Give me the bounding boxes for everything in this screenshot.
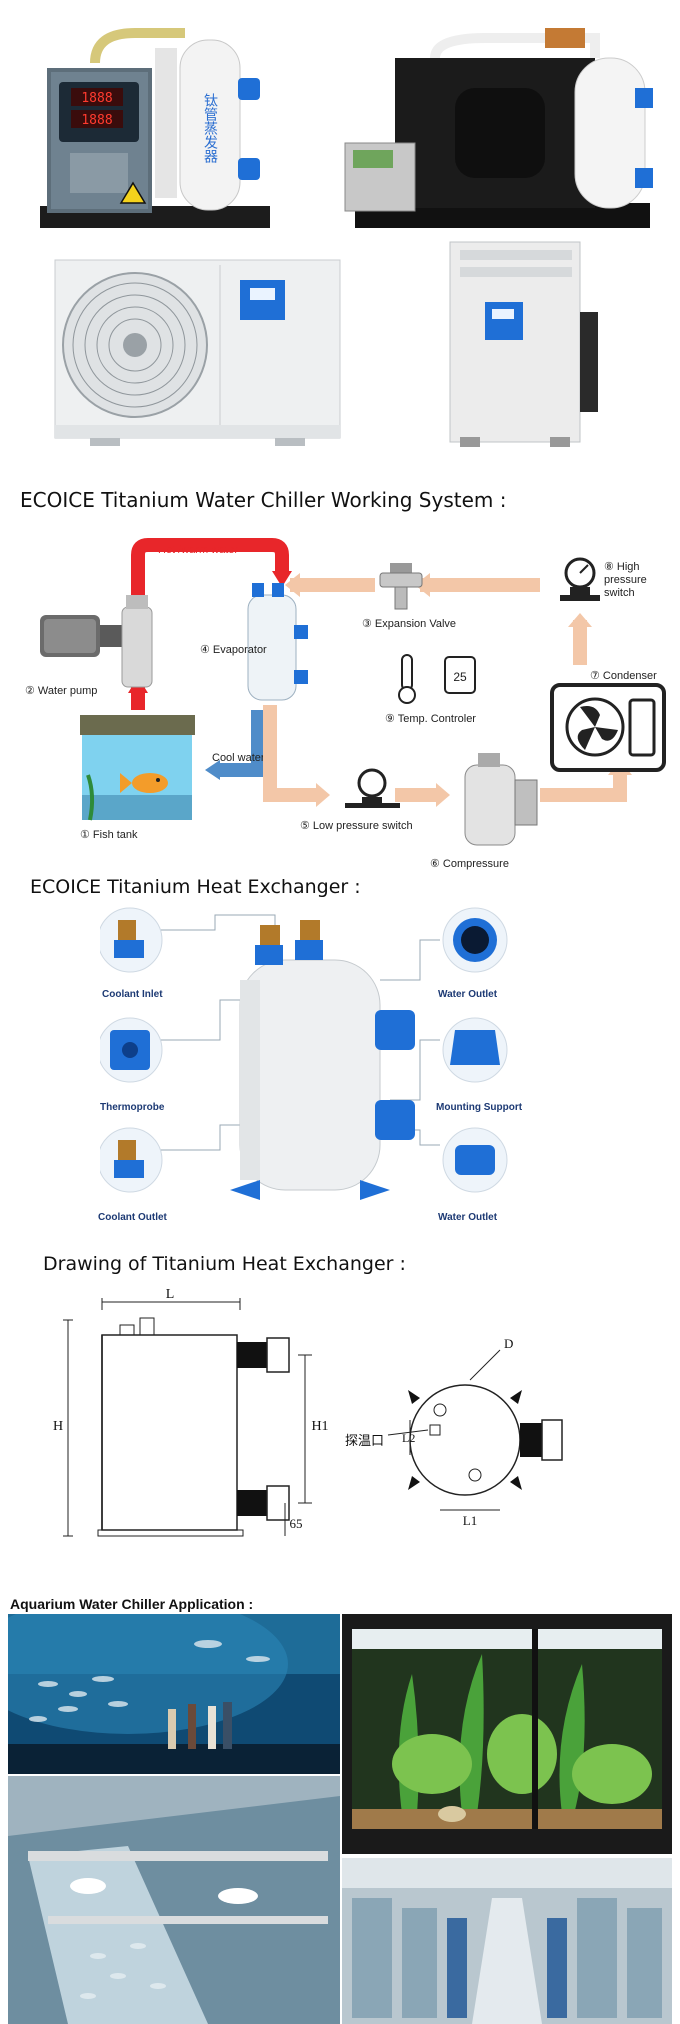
working-system-title: ECOICE Titanium Water Chiller Working Sy… [20,488,507,512]
water-pump-label: ② Water pump [25,685,97,697]
application-photo-fish-farm [8,1776,340,2024]
controller-display: 25 [453,670,467,684]
high-pressure-switch-icon [560,557,600,601]
water-pump [40,595,153,688]
application-photo-planted-tank [342,1614,672,1854]
low-pressure-switch-icon [345,768,400,808]
dim-L2: L2 [402,1431,415,1445]
dim-L: L [166,1287,175,1302]
mounting-support-icon [450,1030,500,1065]
temp-controller-label: ⑨ Temp. Controler [385,713,476,725]
heat-exchanger-title: ECOICE Titanium Heat Exchanger : [30,876,361,898]
drawing-title: Drawing of Titanium Heat Exchanger : [43,1253,406,1275]
product-photo-split-chiller [335,18,655,233]
hot-water-pipe [131,538,289,710]
dim-H1: H1 [311,1419,328,1434]
cool-water-arrow [205,760,220,780]
coolant-inlet-label: Coolant Inlet [102,989,163,1000]
panel-display-1: 1888 [81,91,112,106]
application-photo-lab-tanks [342,1858,672,2024]
tube-text: 钛管蒸发器 [202,93,218,163]
high-pressure-label-2: pressure [604,574,647,586]
working-system-diagram: Hot /warm water ② Water pump ① Fish tank… [25,538,666,870]
fish-tank [80,715,195,821]
cool-water-label: Cool water [212,752,265,764]
hot-water-arrow [272,571,292,587]
water-outlet-bottom-icon [455,1145,495,1175]
product-photo-tall-chiller [430,232,610,452]
application-title: Aquarium Water Chiller Application : [10,1596,254,1612]
high-pressure-label: ⑧ High [604,561,640,573]
product-photo-heat-pump-unit [45,255,345,450]
condenser-label: ⑦ Condenser [590,670,657,682]
fish-tank-label: ① Fish tank [80,829,138,841]
expansion-valve-icon [379,563,423,610]
evaporator [247,583,308,701]
coolant-outlet-icon [118,1140,136,1160]
coolant-inlet-icon [118,920,136,940]
thermometer-icon [398,654,416,704]
water-outlet-top-label: Water Outlet [438,989,498,1000]
probe-label: 探温口 [345,1433,384,1448]
product-photo-compact-chiller: 1888 1888 钛管蒸发器 [35,18,275,233]
water-outlet-bottom-label: Water Outlet [438,1212,498,1223]
cool-water-pipe [218,710,265,777]
dim-L1: L1 [463,1513,477,1528]
evaporator-label: ④ Evaporator [200,644,267,656]
panel-display-2: 1888 [81,113,112,128]
dim-65: 65 [290,1516,303,1531]
controller-display-icon: 25 [444,656,476,694]
dim-H: H [53,1419,63,1434]
dim-D: D [504,1336,513,1351]
technical-drawing: L H H1 65 探温口 L2 L1 D [30,1280,610,1580]
heat-exchanger-figure [100,907,508,1200]
compressor-label: ⑥ Compressure [430,858,509,870]
expansion-valve-label: ③ Expansion Valve [362,618,456,630]
high-pressure-label-3: switch [604,587,635,599]
compressor-icon [464,753,538,846]
thermoprobe-label: Thermoprobe [100,1102,165,1113]
low-pressure-label: ⑤ Low pressure switch [300,820,413,832]
condenser-icon [550,683,666,772]
hot-water-label: Hot /warm water [158,544,238,556]
mounting-support-label: Mounting Support [436,1102,523,1113]
application-photo-aquarium-tunnel [8,1614,340,1774]
coolant-outlet-label: Coolant Outlet [98,1212,167,1223]
